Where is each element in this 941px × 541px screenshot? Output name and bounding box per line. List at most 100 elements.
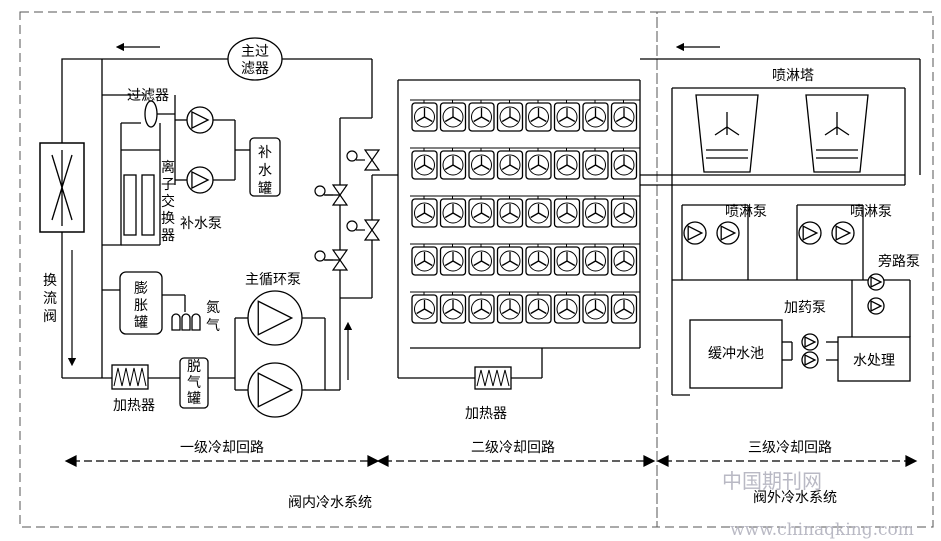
dosing-pump-label: 加药泵 [784,300,826,316]
outer-system-boundary [656,11,934,528]
thyristor-cell [553,198,581,228]
dosing-pump-1 [801,333,819,351]
thyristor-cell [582,150,609,180]
expansion-tank-label: 膨 [134,280,148,297]
expansion-tank-label: 罐 [134,315,148,331]
spray-tower-label: 喷淋塔 [772,68,814,84]
spray-pump-1b [716,221,740,245]
thyristor-cell [496,150,524,180]
thyristor-cell [610,246,638,276]
thyristor-cell [468,150,495,180]
thyristor-valve-grid [410,99,640,324]
dosing-pump-2 [801,351,819,369]
heat-exchanger-label: 换 [43,272,57,289]
thyristor-cell [439,198,467,228]
outer-system-label: 阀外冷水系统 [753,490,837,506]
deaerator-label: 气 [187,375,201,391]
thyristor-cell [610,102,638,132]
deaerator-label: 脱 [187,359,201,375]
primary-loop-label: 一级冷却回路 [180,440,264,456]
thyristor-cell [468,294,495,324]
main-pump-2 [247,362,303,418]
thyristor-cell [468,246,495,276]
main-pump-1 [247,290,303,346]
makeup-pump-2 [186,166,214,194]
thyristor-cell [610,150,638,180]
valve-2 [314,249,349,271]
secondary-loop-label: 二级冷却回路 [471,440,555,456]
expansion-tank-label: 胀 [134,298,148,314]
loop-span-arrows [64,455,918,467]
thyristor-cell [582,102,609,132]
heater-left-label: 加热器 [113,398,155,414]
spray-pump-2b [831,221,855,245]
thyristor-cell [582,198,609,228]
piping [39,58,921,409]
thyristor-cell [496,198,524,228]
thyristor-cell [525,150,552,180]
ion-exchanger-label: 换 [161,210,175,227]
spray-pump-label-1: 喷淋泵 [725,204,767,220]
flow-arrows [67,42,720,380]
water-treatment-label: 水处理 [853,353,895,369]
ion-exchanger-label: 子 [161,177,175,193]
spray-pump-label-2: 喷淋泵 [850,204,892,220]
thyristor-cell [496,246,524,276]
main-filter-label-2: 滤器 [241,61,269,77]
nitrogen-label: 氮 [206,300,220,316]
spray-pump-2a [798,221,822,245]
ion-exchanger-label: 离 [161,159,175,176]
buffer-pool-label: 缓冲水池 [708,346,764,362]
thyristor-cell [525,102,552,132]
tertiary-loop-label: 三级冷却回路 [748,440,832,456]
thyristor-cell [411,102,438,132]
main-filter [227,37,283,81]
valve-1 [314,184,349,206]
thyristor-cell [439,150,467,180]
makeup-tank-label: 水 [258,163,272,179]
makeup-pump-1 [186,106,214,134]
thyristor-cell [525,294,552,324]
main-filter-label-1: 主过 [241,44,269,60]
thyristor-cell [553,246,581,276]
thyristor-cell [525,198,552,228]
thyristor-cell [610,294,638,324]
thyristor-cell [411,294,438,324]
ion-exchanger-label: 器 [161,228,175,244]
thyristor-cell [553,102,581,132]
heat-exchanger-label: 流 [43,291,57,307]
watermark-cn: 中国期刊网 [722,469,822,493]
thyristor-cell [525,246,552,276]
thyristor-cell [610,198,638,228]
main-pump-label: 主循环泵 [245,272,301,288]
valve-3 [346,149,381,171]
heat-exchanger-label: 阀 [43,309,57,325]
thyristor-cell [553,294,581,324]
heater-mid-label: 加热器 [465,406,507,422]
thyristor-cell [582,246,609,276]
ion-exchanger-label: 交 [161,193,175,210]
makeup-tank-label: 补 [258,145,272,161]
valve-4 [346,219,381,241]
bypass-pump-2 [867,297,885,315]
thyristor-cell [496,294,524,324]
nitrogen-label: 气 [206,318,220,334]
thyristor-cell [496,102,524,132]
makeup-tank-label: 罐 [258,181,272,197]
thyristor-cell [411,198,438,228]
thyristor-cell [439,102,467,132]
thyristor-cell [411,150,438,180]
inner-system-label: 阀内冷水系统 [288,495,372,511]
deaerator-label: 罐 [187,391,201,407]
spray-pump-1a [683,221,707,245]
inner-system-boundary [19,11,658,528]
makeup-pump-label: 补水泵 [180,216,222,232]
thyristor-cell [468,102,495,132]
thyristor-cell [411,246,438,276]
bypass-pump-label: 旁路泵 [878,253,920,270]
thyristor-cell [582,294,609,324]
thyristor-cell [439,246,467,276]
filter-label: 过滤器 [127,88,169,104]
watermark-url: www.chinaqking.com [730,520,914,540]
